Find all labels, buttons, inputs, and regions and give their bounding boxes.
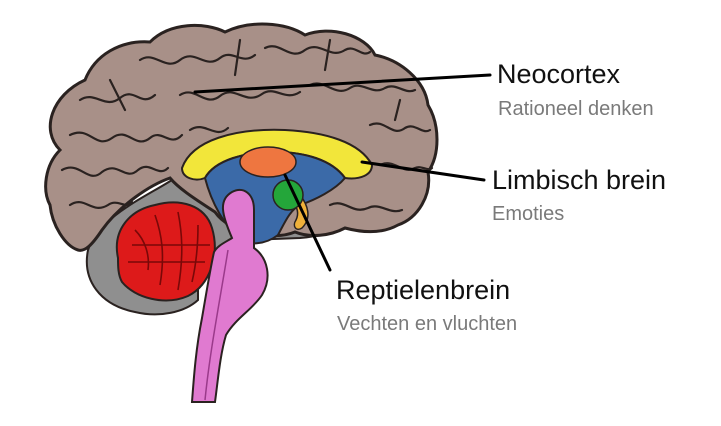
limbic-title: Limbisch brein [492,165,667,195]
brainstem-midline [204,249,229,401]
neocortex-leader [193,73,492,94]
brainstem [190,189,269,403]
limbic-subtitle: Emoties [492,203,565,225]
neocortex-subtitle: Rationeel denken [498,98,654,120]
neocortex-title: Neocortex [497,59,621,89]
reptilian-leader [283,173,332,272]
cortex-folds [60,38,434,213]
reptilian-subtitle: Vechten en vluchten [337,313,518,335]
limbic-leader [360,160,486,182]
thalamus [239,146,297,178]
leader-lines [193,73,492,272]
cerebellum [115,201,216,302]
reptilian-title: Reptielenbrein [336,275,511,305]
cerebellum-folds [128,211,210,291]
